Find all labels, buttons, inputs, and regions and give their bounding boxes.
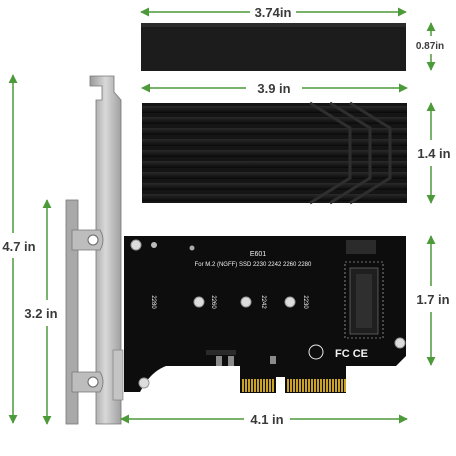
gold-finger [323,379,325,392]
heatsink-fin [142,106,407,113]
gold-finger [296,379,298,392]
heatsink-fin [142,194,407,201]
slot-label: 2242 [260,295,266,309]
heatsink-fin [142,161,407,168]
heatsink-fins [142,106,407,201]
gold-finger [341,379,343,392]
heatsink-fin [142,172,407,179]
pad-thickness-label: 0.87in [416,41,444,52]
heatsink-width-dimension: 3.9 in [141,81,408,96]
gold-finger [293,379,295,392]
gold-finger [329,379,331,392]
gold-finger [260,379,262,392]
gold-finger [269,379,271,392]
gold-finger [326,379,328,392]
gold-finger [332,379,334,392]
gold-finger [311,379,313,392]
low-bracket-dimension: 3.2 in [24,199,58,425]
heatsink-fin [142,128,407,135]
gold-finger [254,379,256,392]
low-profile-bracket [65,199,104,425]
gold-finger [338,379,340,392]
gold-finger [335,379,337,392]
adapter-card: E601 For M.2 (NGFF) SSD 2230 2242 2260 2… [124,236,406,393]
gold-finger [287,379,289,392]
card-subtitle: For M.2 (NGFF) SSD 2230 2242 2260 2280 [195,262,312,268]
card-height-label: 1.7 in [416,292,449,307]
gold-finger [257,379,259,392]
gold-finger [299,379,301,392]
slot-label: 2280 [150,295,156,309]
heatsink-height-dimension: 1.4 in [417,102,451,204]
gold-finger [272,379,274,392]
pad-thickness-dimension: 0.87in [416,22,444,71]
card-width-label: 4.1 in [250,412,283,427]
card-height-dimension: 1.7 in [416,235,450,366]
gold-finger [344,379,346,392]
full-bracket-dimension: 4.7 in [2,74,36,424]
heatsink-fin [142,150,407,157]
gold-finger [290,379,292,392]
gold-finger [263,379,265,392]
heatsink-fin [142,117,407,124]
heatsink-fin [142,139,407,146]
gold-finger [251,379,253,392]
heatsink-height-label: 1.4 in [417,146,450,161]
pad-width-label: 3.74in [255,5,292,20]
gold-finger [320,379,322,392]
full-height-bracket [89,75,124,425]
low-bracket-height-label: 3.2 in [24,306,57,321]
gold-finger [266,379,268,392]
slot-labels: 2280 2260 2242 2230 [150,295,308,309]
thermal-pad [141,23,406,71]
heatsink [142,101,407,205]
cert-marks: FC CE [335,348,368,360]
card-width-dimension: 4.1 in [120,412,408,427]
gold-finger [302,379,304,392]
full-bracket-height-label: 4.7 in [2,239,35,254]
heatsink-fin [142,183,407,190]
m2-connector [346,240,379,335]
gold-finger [305,379,307,392]
slot-label: 2230 [302,295,308,309]
card-model: E601 [250,251,266,258]
gold-finger [317,379,319,392]
gold-finger [245,379,247,392]
gold-finger [308,379,310,392]
pad-width-dimension: 3.74in [140,5,407,20]
gold-finger [248,379,250,392]
gold-finger [314,379,316,392]
heatsink-width-label: 3.9 in [257,81,290,96]
gold-finger [242,379,244,392]
gold-fingers [242,379,346,392]
slot-label: 2260 [210,295,216,309]
